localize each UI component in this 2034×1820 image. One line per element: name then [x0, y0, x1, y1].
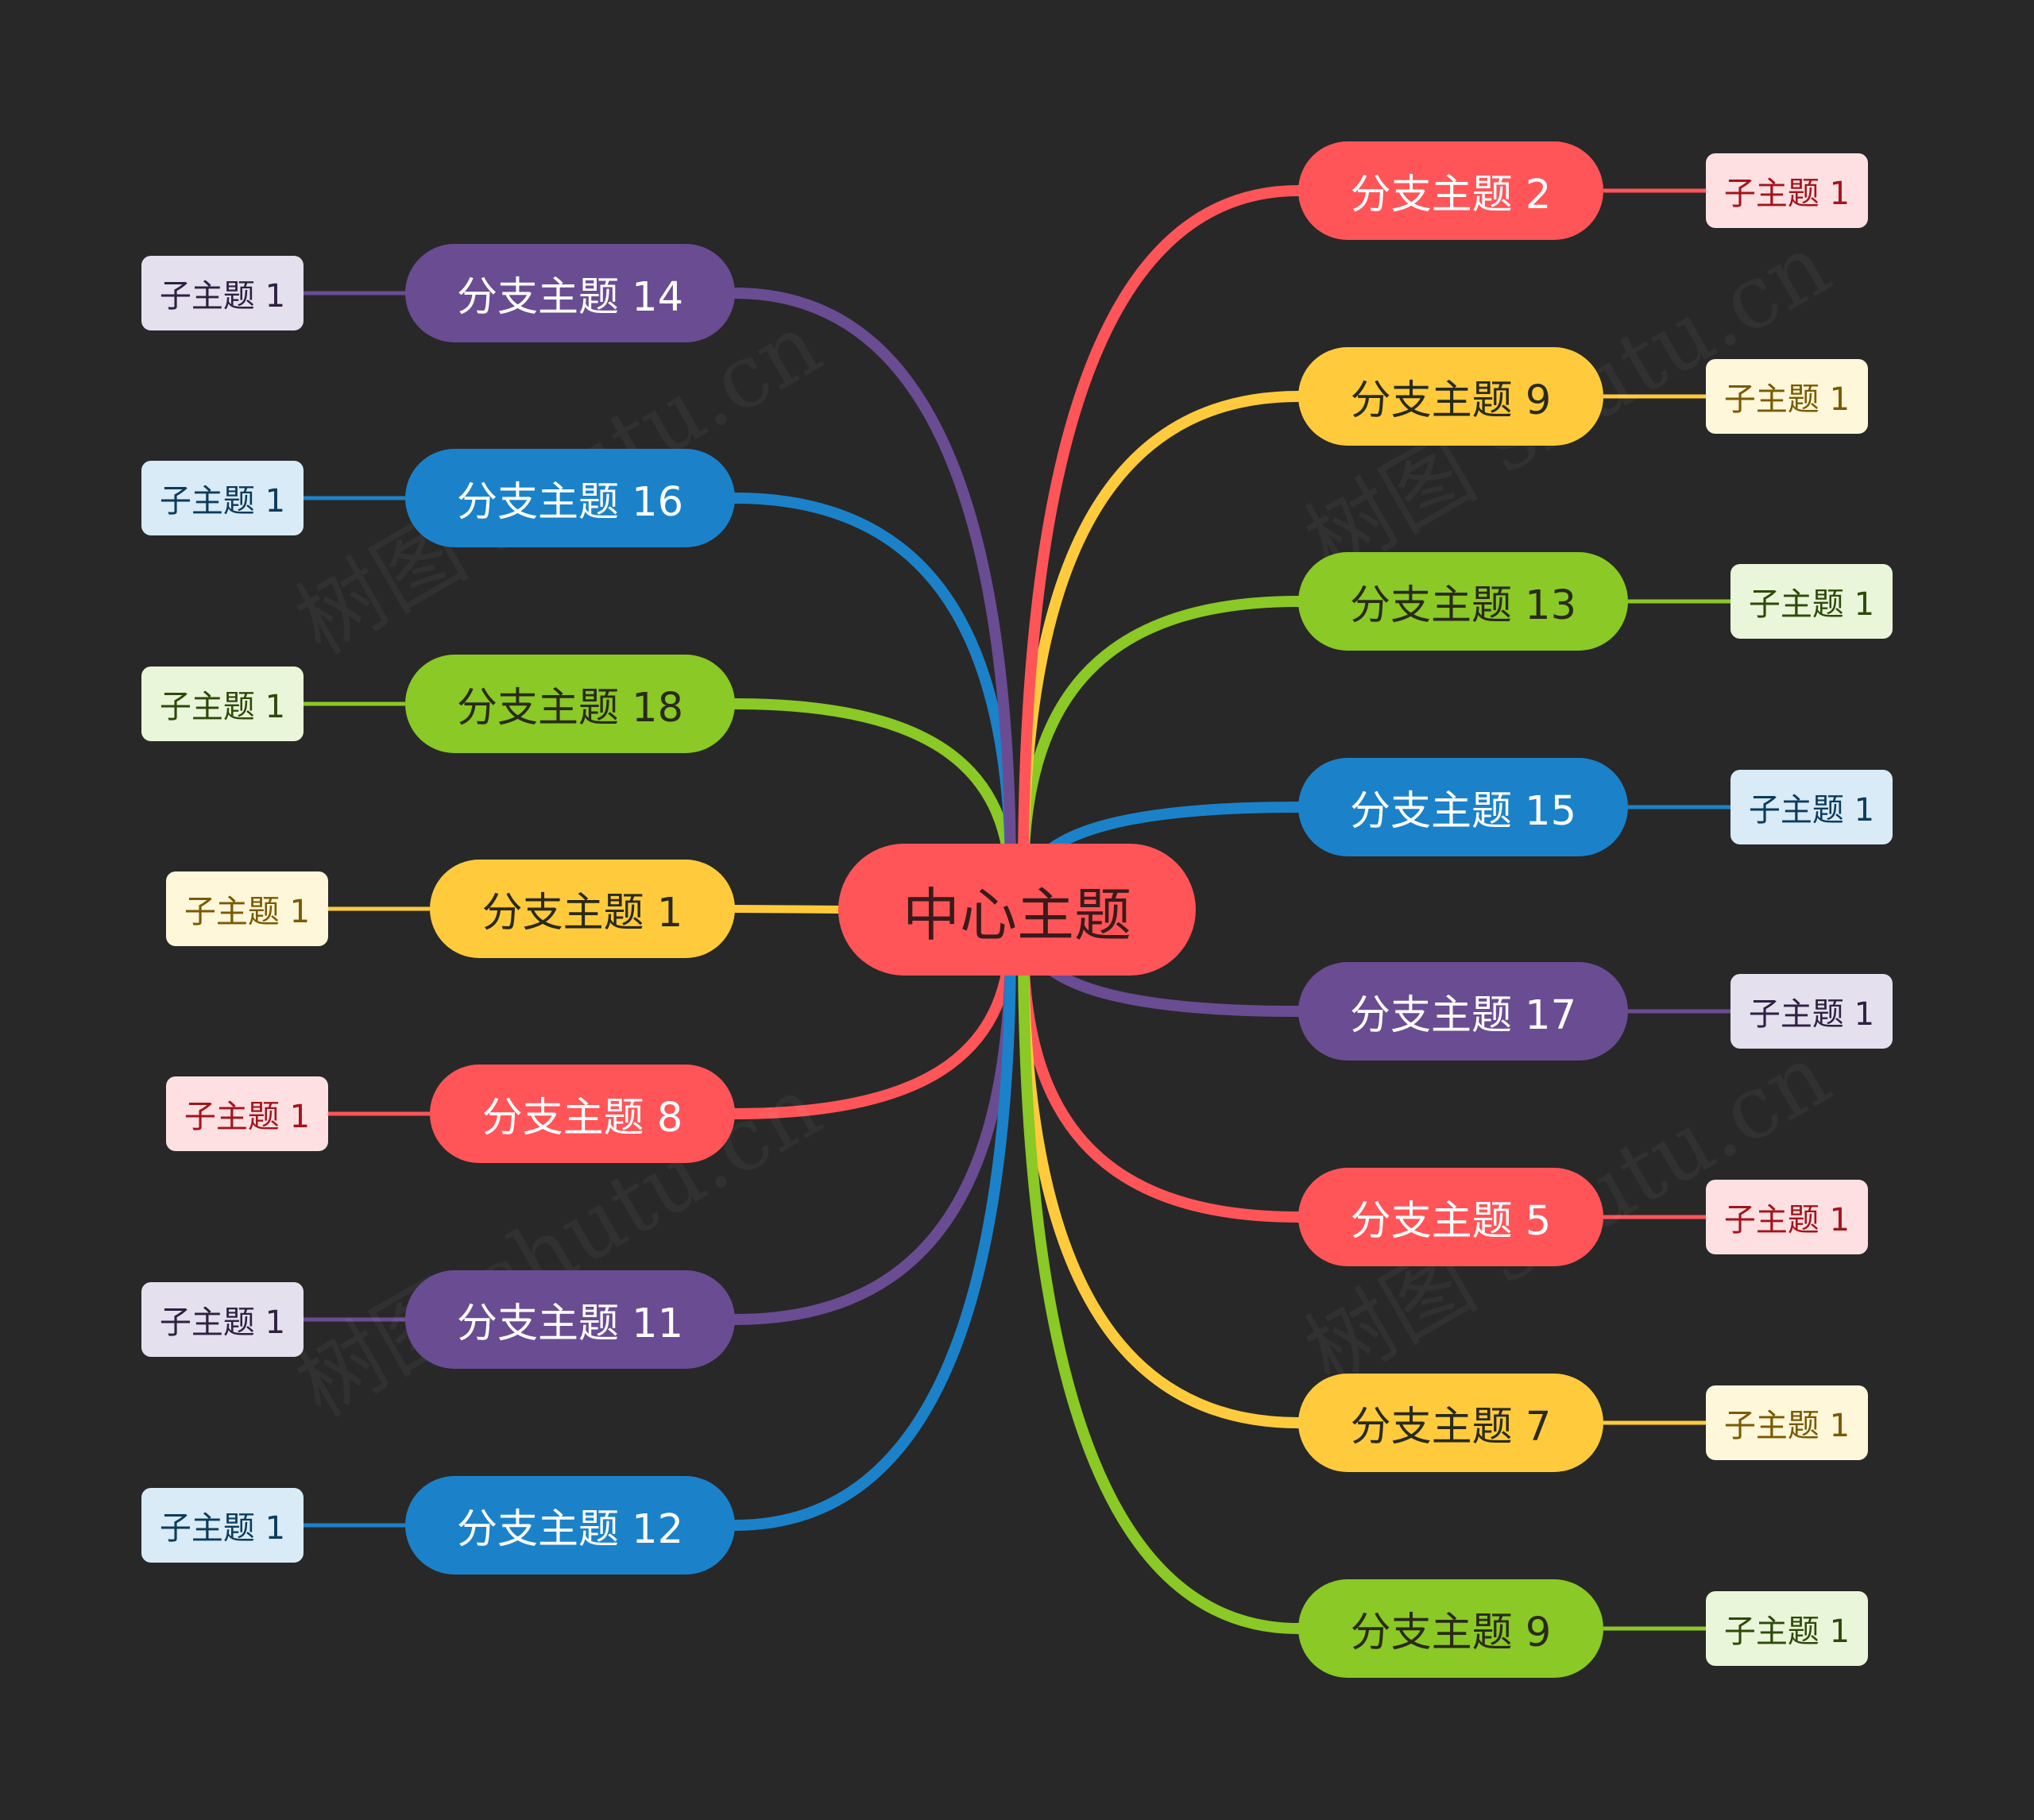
branch-topic[interactable]: 分支主题 13	[1298, 552, 1628, 651]
branch-connector	[731, 905, 846, 914]
branch-topic[interactable]: 分支主题 18	[405, 655, 735, 753]
branch-topic[interactable]: 分支主题 11	[405, 1270, 735, 1369]
branch-topic[interactable]: 分支主题 1	[430, 860, 735, 958]
branch-connector	[729, 288, 1016, 883]
branch-topic[interactable]: 分支主题 2	[1298, 141, 1603, 240]
branch-topic[interactable]: 分支主题 15	[1298, 758, 1628, 856]
branch-topic[interactable]: 分支主题 14	[405, 244, 735, 342]
branch-connector	[1018, 936, 1304, 1634]
branch-connector	[729, 936, 1016, 1531]
subtopic[interactable]: 子主题 1	[141, 1488, 304, 1563]
branch-topic[interactable]: 分支主题 5	[1298, 1168, 1603, 1266]
subtopic[interactable]: 子主题 1	[1730, 974, 1893, 1049]
subtopic[interactable]: 子主题 1	[1706, 153, 1868, 228]
subtopic[interactable]: 子主题 1	[1706, 359, 1868, 434]
branch-topic[interactable]: 分支主题 8	[430, 1065, 735, 1163]
subtopic[interactable]: 子主题 1	[141, 256, 304, 330]
subtopic[interactable]: 子主题 1	[1730, 564, 1893, 639]
branch-topic[interactable]: 分支主题 9	[1298, 1579, 1603, 1678]
subtopic[interactable]: 子主题 1	[1730, 770, 1893, 844]
branch-connector	[1018, 185, 1304, 883]
subtopic[interactable]: 子主题 1	[141, 667, 304, 741]
branch-topic[interactable]: 分支主题 17	[1298, 962, 1628, 1061]
subtopic[interactable]: 子主题 1	[141, 461, 304, 535]
branch-connector	[729, 493, 1016, 883]
subtopic[interactable]: 子主题 1	[1706, 1385, 1868, 1460]
branch-connector	[729, 936, 1016, 1325]
branch-topic[interactable]: 分支主题 9	[1298, 347, 1603, 446]
branch-topic[interactable]: 分支主题 16	[405, 449, 735, 547]
subtopic[interactable]: 子主题 1	[141, 1282, 304, 1357]
branch-topic[interactable]: 分支主题 7	[1298, 1374, 1603, 1472]
branch-topic[interactable]: 分支主题 12	[405, 1476, 735, 1575]
subtopic[interactable]: 子主题 1	[166, 871, 328, 946]
subtopic[interactable]: 子主题 1	[1706, 1180, 1868, 1254]
subtopic[interactable]: 子主题 1	[1706, 1591, 1868, 1666]
central-topic[interactable]: 中心主题	[838, 844, 1196, 976]
subtopic[interactable]: 子主题 1	[166, 1076, 328, 1151]
